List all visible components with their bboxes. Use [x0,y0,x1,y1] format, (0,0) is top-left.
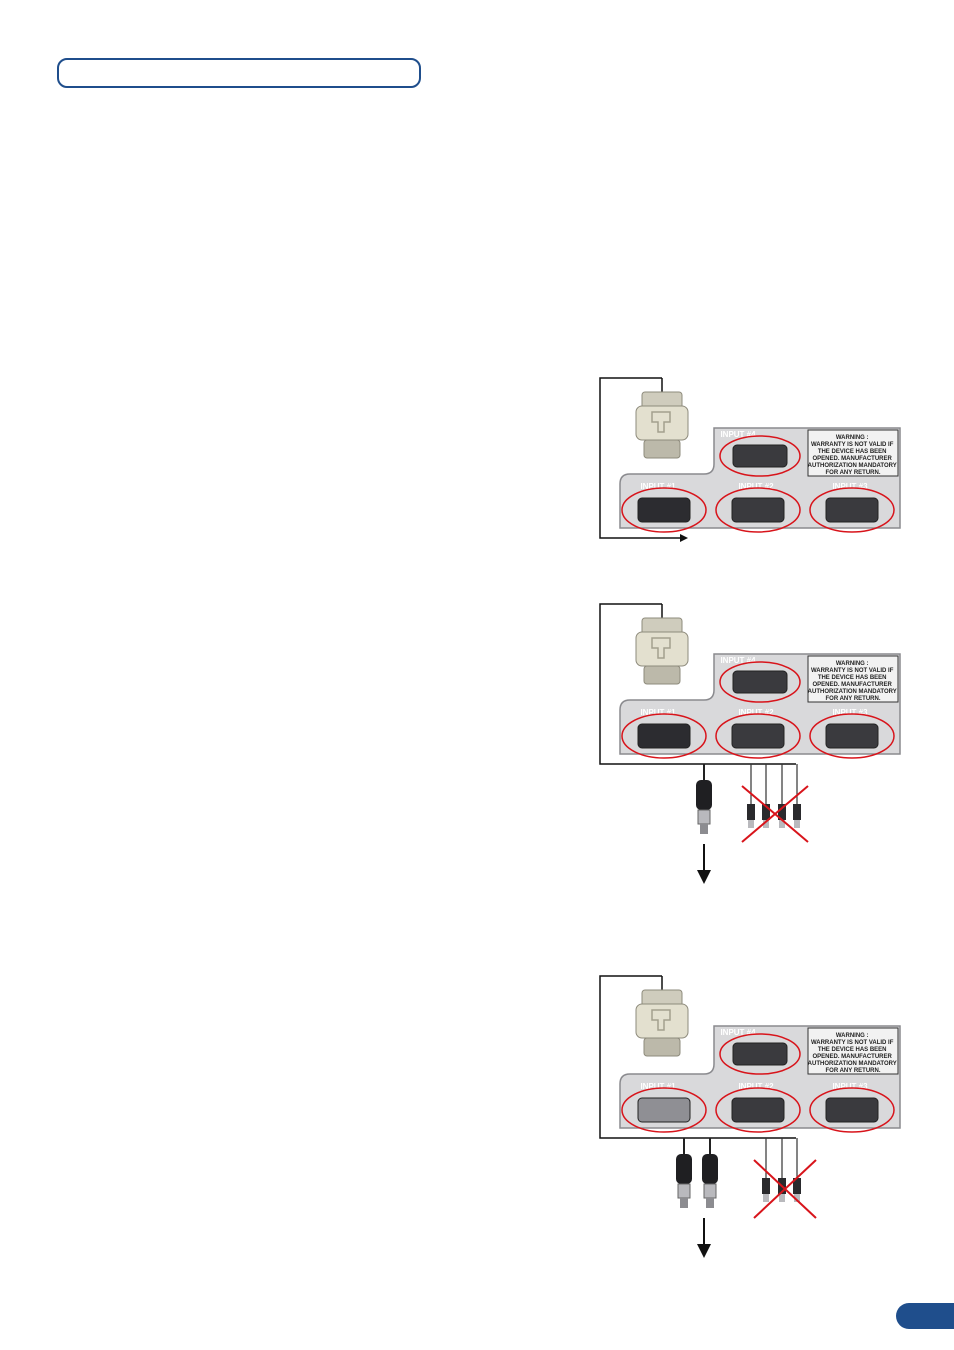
input-1-ring [621,713,707,759]
input-1-label: INPUT #1 [640,708,676,717]
cross-out-mark [741,785,809,843]
input-2-ring [715,713,801,759]
input-1-port [637,723,691,749]
cable-line [599,377,680,539]
connection-figure-3: WARNING : WARRANTY IS NOT VALID IF THE D… [596,972,902,1264]
input-1-ring [621,1087,707,1133]
input-3-label: INPUT #3 [832,1082,868,1091]
input-3-label: INPUT #3 [832,708,868,717]
warning-label [807,429,899,477]
warning-label [807,655,899,703]
dvi-to-vga-adapter-icon [635,617,689,685]
input-3-ring [809,713,895,759]
input-2-port [731,723,785,749]
warning-label [807,1027,899,1075]
input-4-ring [719,1033,801,1075]
cross-out-mark [753,1159,817,1219]
input-4-label: INPUT #4 [720,1028,756,1037]
input-4-ring [719,661,801,703]
bnc-connector-icon [676,1138,692,1208]
input-4-port [732,1042,788,1066]
input-2-ring [715,487,801,533]
rear-panel: WARNING : WARRANTY IS NOT VALID IF THE D… [619,427,901,533]
input-4-label: INPUT #4 [720,430,756,439]
connection-figure-2: WARNING : WARRANTY IS NOT VALID IF THE D… [596,600,902,890]
input-2-port [731,1097,785,1123]
rear-panel: WARNING : WARRANTY IS NOT VALID IF THE D… [619,1025,901,1133]
page-number-tab [896,1303,954,1329]
input-2-label: INPUT #2 [738,482,774,491]
input-3-port [825,723,879,749]
input-4-port [732,670,788,694]
input-4-label: INPUT #4 [720,656,756,665]
section-title-box [57,58,421,88]
arrow-icon [697,870,711,884]
input-4-port [732,444,788,468]
dvi-to-vga-adapter-icon [635,989,689,1057]
input-3-ring [809,487,895,533]
connector-panel-diagram-3: WARNING : WARRANTY IS NOT VALID IF THE D… [599,975,901,1258]
input-3-port [825,497,879,523]
cable-line [599,603,796,765]
connection-figure-1: WARNING : WARRANTY IS NOT VALID IF THE D… [596,376,902,546]
input-4-ring [719,435,801,477]
arrow-icon [697,1244,711,1258]
input-2-label: INPUT #2 [738,708,774,717]
connector-panel-diagram-2: WARNING : WARRANTY IS NOT VALID IF THE D… [599,603,901,884]
input-2-label: INPUT #2 [738,1082,774,1091]
warning-text: WARNING : WARRANTY IS NOT VALID IF THE D… [808,435,899,476]
input-1-label: INPUT #1 [640,1082,676,1091]
connector-panel-diagram-1: WARNING : WARRANTY IS NOT VALID IF THE D… [599,377,901,542]
input-3-label: INPUT #3 [832,482,868,491]
cable-line [599,975,796,1139]
input-2-ring [715,1087,801,1133]
rear-panel: WARNING : WARRANTY IS NOT VALID IF THE D… [619,653,901,759]
warning-text: WARNING : WARRANTY IS NOT VALID IF THE D… [808,1033,899,1074]
input-1-label: INPUT #1 [640,482,676,491]
input-3-ring [809,1087,895,1133]
warning-text: WARNING : WARRANTY IS NOT VALID IF THE D… [808,661,899,702]
input-1-port [637,1097,691,1123]
dvi-to-vga-adapter-icon [635,391,689,459]
bnc-connector-icon [702,1138,718,1208]
input-3-port [825,1097,879,1123]
input-1-ring [621,487,707,533]
arrow-icon [680,534,688,542]
input-2-port [731,497,785,523]
input-1-port [637,497,691,523]
bnc-connector-icon [696,764,712,834]
unused-bnc-connectors [747,764,801,828]
